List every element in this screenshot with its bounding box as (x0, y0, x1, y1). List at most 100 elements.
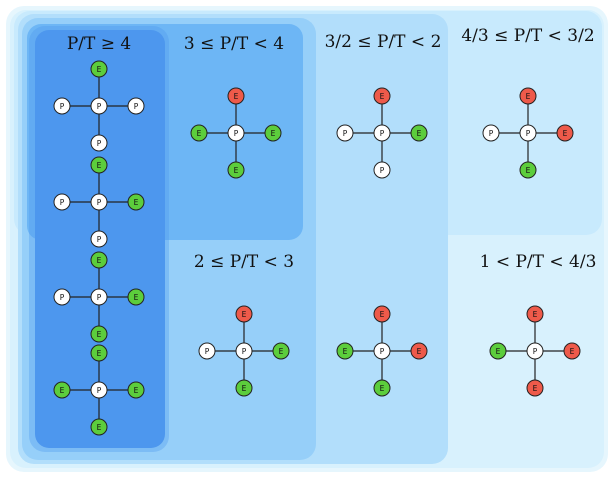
node-right: E (127, 193, 145, 211)
node-top: E (373, 305, 391, 323)
svg-text:E: E (97, 330, 102, 339)
svg-text:E: E (242, 384, 247, 393)
svg-text:E: E (533, 384, 538, 393)
node-right: E (272, 342, 290, 360)
molecule-2: E P E P P (53, 156, 145, 248)
svg-text:E: E (271, 129, 276, 138)
svg-text:E: E (417, 347, 422, 356)
molecule-10: E E E E P (489, 305, 581, 397)
node-bottom: E (227, 161, 245, 179)
svg-text:P: P (380, 347, 385, 356)
region-label-r6: P/T ≥ 4 (66, 34, 132, 54)
node-top: E (526, 305, 544, 323)
node-right: E (410, 124, 428, 142)
node-center: P (519, 124, 537, 142)
svg-text:P: P (97, 293, 102, 302)
node-top: E (90, 60, 108, 78)
svg-text:P: P (97, 198, 102, 207)
svg-text:P: P (60, 293, 65, 302)
svg-text:E: E (60, 386, 65, 395)
node-center: P (227, 124, 245, 142)
molecule-8: E E E E P (336, 305, 428, 397)
svg-text:E: E (533, 310, 538, 319)
node-left: P (53, 97, 71, 115)
svg-text:E: E (234, 92, 239, 101)
node-bottom: E (235, 379, 253, 397)
region-label-r2: 4/3 ≤ P/T < 3/2 (461, 26, 595, 46)
region-label-r5: 3 ≤ P/T < 4 (183, 34, 285, 54)
svg-text:P: P (134, 102, 139, 111)
node-bottom: P (90, 134, 108, 152)
node-left: P (336, 124, 354, 142)
node-top: E (90, 251, 108, 269)
svg-text:P: P (489, 129, 494, 138)
svg-text:E: E (134, 386, 139, 395)
node-center: P (90, 193, 108, 211)
svg-text:E: E (417, 129, 422, 138)
region-label-r1: 1 < P/T < 4/3 (479, 252, 597, 272)
svg-text:P: P (380, 129, 385, 138)
node-center: P (90, 381, 108, 399)
region-label-r3: 3/2 ≤ P/T < 2 (324, 32, 442, 52)
svg-text:E: E (134, 198, 139, 207)
svg-text:P: P (234, 129, 239, 138)
svg-text:P: P (97, 386, 102, 395)
node-top: E (235, 305, 253, 323)
node-top: E (227, 87, 245, 105)
node-right: E (127, 381, 145, 399)
svg-text:P: P (97, 102, 102, 111)
molecule-3: E P E E P (53, 251, 145, 343)
svg-text:E: E (97, 423, 102, 432)
node-top: E (519, 87, 537, 105)
svg-text:E: E (134, 293, 139, 302)
node-center: P (526, 342, 544, 360)
svg-text:E: E (97, 161, 102, 170)
svg-text:P: P (526, 129, 531, 138)
node-left: P (198, 342, 216, 360)
svg-text:E: E (563, 129, 568, 138)
node-center: P (373, 124, 391, 142)
svg-text:P: P (242, 347, 247, 356)
molecule-9: E P E E P (482, 87, 574, 179)
node-center: P (90, 97, 108, 115)
svg-text:E: E (380, 92, 385, 101)
node-left: E (190, 124, 208, 142)
node-right: E (556, 124, 574, 142)
node-right: E (410, 342, 428, 360)
node-right: E (127, 288, 145, 306)
svg-text:E: E (380, 384, 385, 393)
node-top: E (373, 87, 391, 105)
molecule-5: E E E E P (190, 87, 282, 179)
svg-text:E: E (242, 310, 247, 319)
node-right: E (563, 342, 581, 360)
node-center: P (373, 342, 391, 360)
node-center: P (90, 288, 108, 306)
molecule-4: E E E E P (53, 344, 145, 436)
node-center: P (235, 342, 253, 360)
svg-text:P: P (97, 235, 102, 244)
node-left: P (482, 124, 500, 142)
node-bottom: E (526, 379, 544, 397)
node-left: E (53, 381, 71, 399)
node-bottom: E (373, 379, 391, 397)
node-left: E (489, 342, 507, 360)
svg-text:E: E (570, 347, 575, 356)
molecule-6: E P E E P (198, 305, 290, 397)
svg-text:E: E (97, 65, 102, 74)
node-bottom: P (373, 161, 391, 179)
node-left: P (53, 193, 71, 211)
svg-text:E: E (343, 347, 348, 356)
svg-text:E: E (97, 349, 102, 358)
svg-text:P: P (533, 347, 538, 356)
svg-text:E: E (197, 129, 202, 138)
node-top: E (90, 344, 108, 362)
node-left: E (336, 342, 354, 360)
svg-text:E: E (97, 256, 102, 265)
node-bottom: E (519, 161, 537, 179)
svg-text:P: P (97, 139, 102, 148)
node-bottom: E (90, 325, 108, 343)
svg-text:E: E (279, 347, 284, 356)
svg-text:E: E (526, 92, 531, 101)
svg-text:E: E (496, 347, 501, 356)
